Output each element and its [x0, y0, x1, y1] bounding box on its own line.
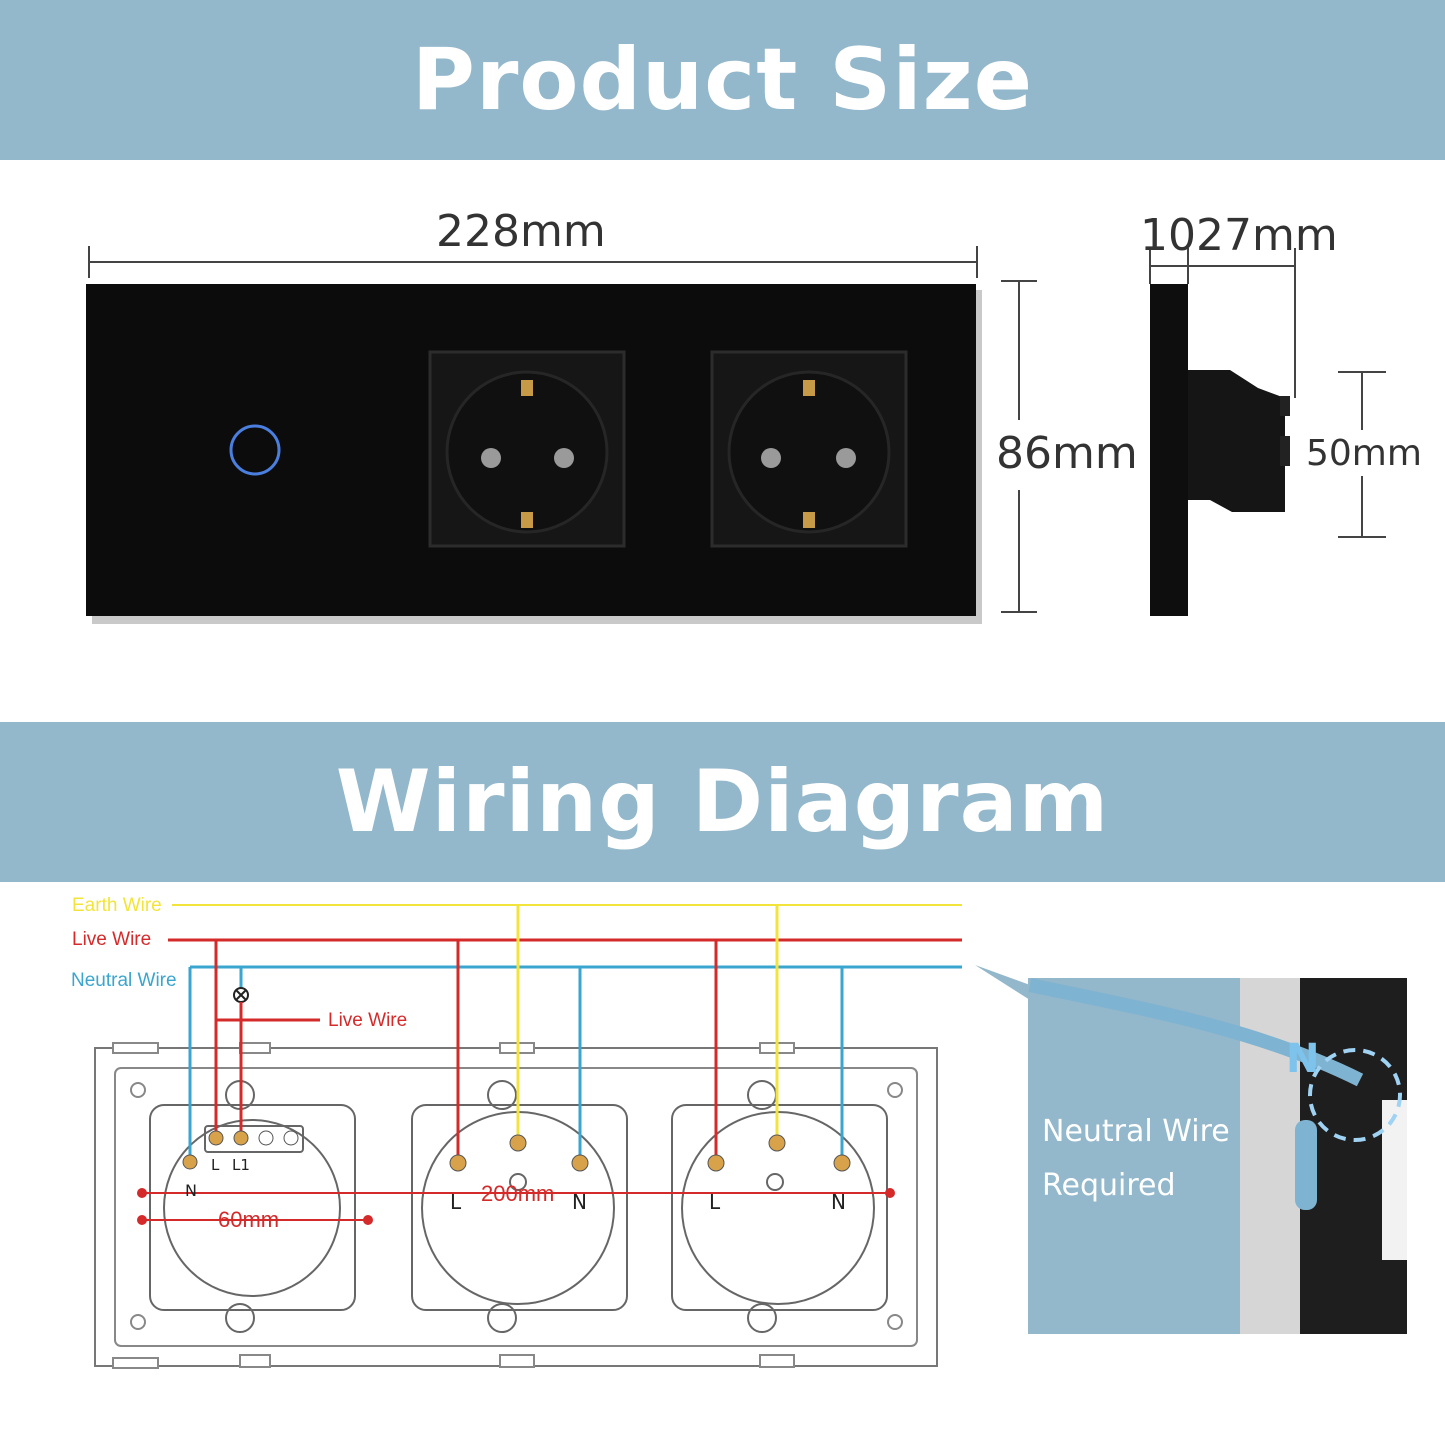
neutral-badge: N [1286, 1036, 1320, 1082]
side-view [1149, 248, 1386, 616]
back-depth-label: 50mm [1306, 433, 1422, 474]
wiring-diagram-title: Wiring Diagram [335, 752, 1110, 852]
switch-module [149, 1080, 356, 1333]
spacing-measure-200 [137, 1188, 895, 1198]
switched-live-wire-label: Live Wire [328, 1010, 408, 1031]
spacing-measure-60 [137, 1215, 373, 1225]
socket2-terminal-n: N [831, 1190, 846, 1214]
live-wire-label: Live Wire [72, 929, 152, 950]
neutral-note-line1: Neutral Wire [1042, 1114, 1230, 1149]
switch-terminal-l: L [211, 1156, 220, 1174]
socket-1 [428, 350, 626, 548]
height-dimension-line [1001, 280, 1037, 613]
width-dimension-line [88, 246, 978, 278]
neutral-required-note: Neutral Wire Required [1042, 1105, 1230, 1213]
wiring-diagram-banner: Wiring Diagram [0, 722, 1445, 882]
neutral-wire-label: Neutral Wire [71, 970, 177, 991]
hole-spacing-label: 60mm [218, 1207, 280, 1232]
neutral-note-line2: Required [1042, 1168, 1176, 1203]
width-label: 228mm [436, 206, 606, 257]
neutral-photo [1028, 978, 1407, 1334]
product-size-banner: Product Size [0, 0, 1445, 160]
socket2-terminal-l: L [709, 1190, 721, 1214]
mounting-box-inner [114, 1067, 918, 1347]
height-label: 86mm [996, 428, 1138, 479]
product-size-title: Product Size [411, 30, 1034, 130]
socket1-terminal-l: L [450, 1190, 462, 1214]
socket-2 [710, 350, 908, 548]
earth-wire-label: Earth Wire [72, 895, 162, 916]
switch-terminal-l1: L1 [232, 1156, 250, 1174]
touch-switch-icon [229, 424, 281, 476]
switch-terminals [182, 1130, 299, 1170]
switch-terminal-n: N [185, 1181, 197, 1200]
socket1-terminal-n: N [572, 1190, 587, 1214]
center-spacing-label: 200mm [481, 1181, 555, 1206]
product-size-drawing [86, 246, 1386, 624]
depth-label: 1027mm [1140, 210, 1338, 261]
